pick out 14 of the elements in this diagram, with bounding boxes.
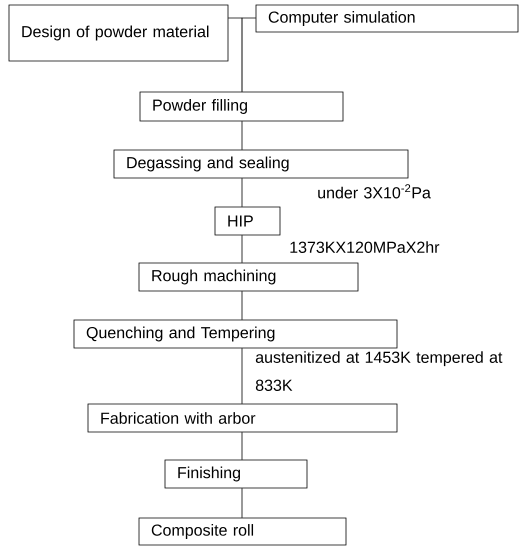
edge-label: 1373KX120MPaX2hr — [290, 241, 440, 253]
edge-label: austenitized at 1453K tempered at 833K — [256, 351, 502, 391]
process-box: Composite roll — [138, 518, 346, 546]
edge-label: under 3X10$^{-2}$Pa — [318, 184, 431, 198]
process-box: Powder filling — [140, 92, 344, 122]
connector-line — [242, 18, 256, 92]
process-box: Computer simulation — [256, 4, 518, 32]
process-box: Fabrication with arbor — [88, 404, 398, 432]
process-box: Degassing and sealing — [114, 150, 408, 178]
process-box: Rough machining — [138, 262, 358, 292]
process-box: Finishing — [164, 460, 308, 488]
process-box: HIP — [214, 206, 280, 236]
process-box: Quenching and Tempering — [74, 320, 398, 348]
process-box: Design of powder material — [8, 4, 228, 62]
